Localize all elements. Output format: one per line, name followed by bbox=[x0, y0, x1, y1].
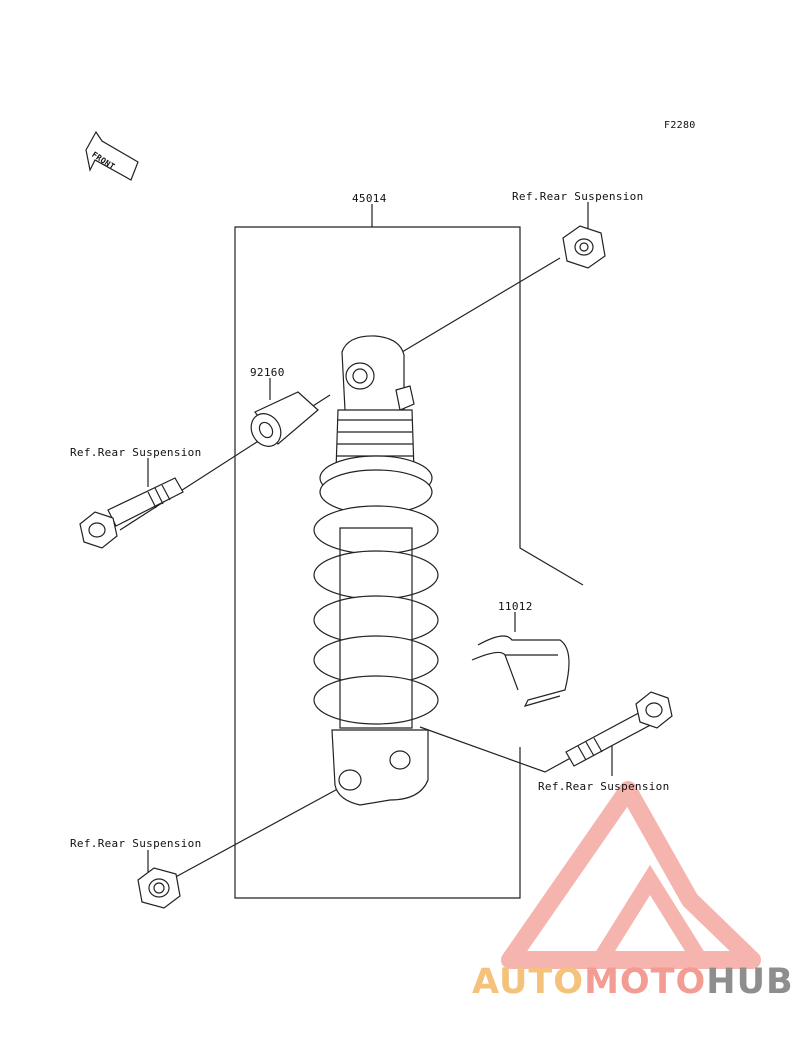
shock-absorber-icon bbox=[313, 335, 439, 806]
lower-bolt-icon bbox=[565, 691, 673, 767]
figure-code: F2280 bbox=[664, 120, 696, 131]
part-number-45014: 45014 bbox=[352, 192, 387, 205]
reference-bracket bbox=[234, 226, 521, 899]
front-arrow-icon bbox=[85, 130, 139, 181]
upper-bolt-icon bbox=[79, 477, 184, 549]
part-number-92160: 92160 bbox=[250, 366, 285, 379]
collar-icon bbox=[250, 391, 319, 447]
clamp-icon bbox=[471, 635, 570, 707]
lower-axis-line bbox=[169, 784, 346, 881]
ref-label-lower-bolt: Ref.Rear Suspension bbox=[538, 780, 670, 793]
watermark-logo-icon bbox=[501, 781, 761, 969]
watermark-part-moto: MOTO bbox=[584, 962, 707, 1002]
part-number-11012: 11012 bbox=[498, 600, 533, 613]
ref-label-top-nut: Ref.Rear Suspension bbox=[512, 190, 644, 203]
watermark-part-auto: AUTO bbox=[472, 962, 585, 1002]
lower-nut-icon bbox=[137, 867, 181, 909]
reference-bracket-top bbox=[372, 226, 584, 586]
ref-label-upper-bolt: Ref.Rear Suspension bbox=[70, 446, 202, 459]
top-nut-icon bbox=[562, 225, 606, 269]
watermark-text: AUTOMOTOHUB bbox=[472, 962, 794, 1002]
watermark-part-hub: HUB bbox=[706, 962, 794, 1002]
ref-label-lower-nut: Ref.Rear Suspension bbox=[70, 837, 202, 850]
